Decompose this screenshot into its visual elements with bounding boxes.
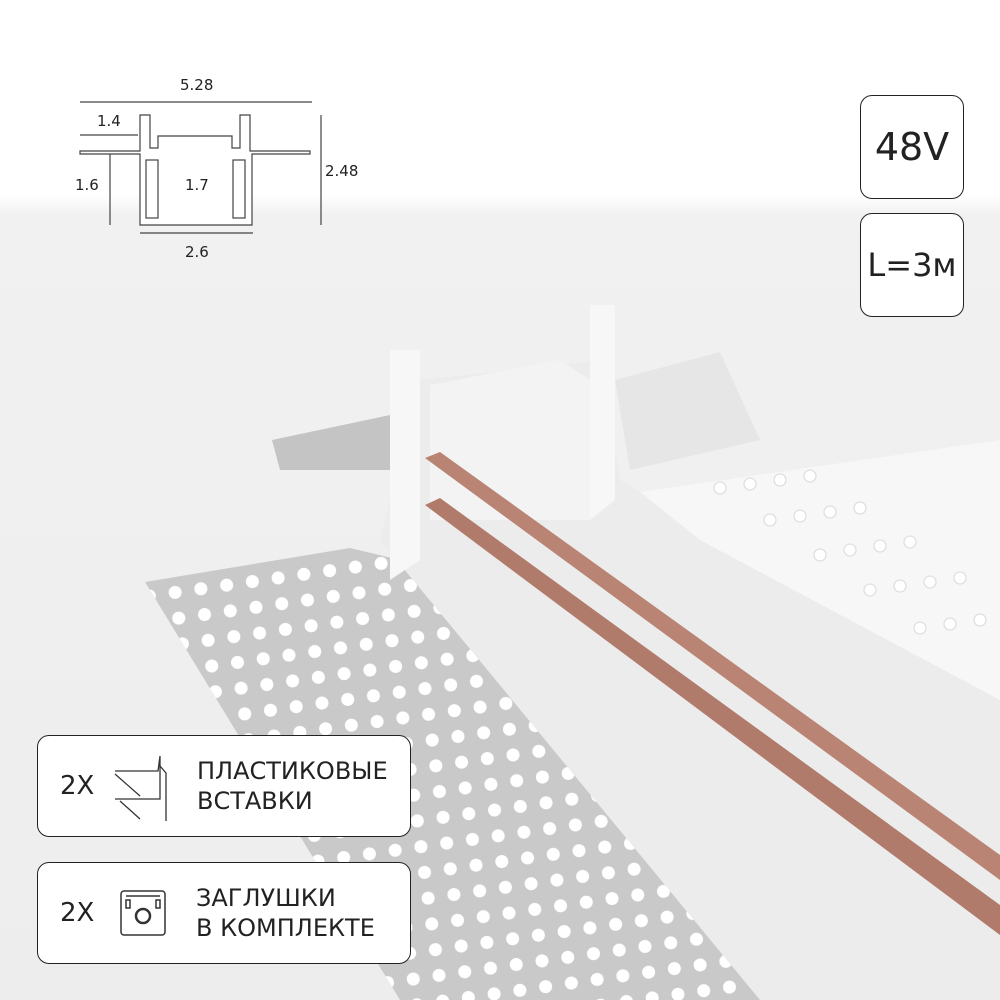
- cross-section-diagram: [79, 101, 322, 234]
- dim-flange: 1.4: [97, 112, 121, 130]
- inserts-line1: ПЛАСТИКОВЫЕ: [197, 757, 388, 785]
- plastic-insert-icon: [114, 755, 167, 821]
- rear-left-flange: [272, 415, 420, 470]
- end-cap-icon: [120, 890, 166, 936]
- voltage-badge: 48V: [860, 95, 964, 199]
- copper-conductor-lower: [425, 498, 1000, 935]
- caps-line2: В КОМПЛЕКТЕ: [196, 914, 375, 942]
- dim-width-total: 5.28: [180, 76, 214, 94]
- inserts-qty: 2X: [60, 771, 95, 801]
- dim-depth: 1.6: [75, 176, 99, 194]
- caps-line1: ЗАГЛУШКИ: [196, 884, 336, 912]
- length-badge: L=3м: [860, 213, 964, 317]
- included-caps-card: 2X ЗАГЛУШКИ В КОМПЛЕКТЕ: [37, 862, 411, 964]
- dim-body: 2.6: [185, 243, 209, 261]
- copper-conductor-upper: [425, 452, 1000, 880]
- included-inserts-card: 2X ПЛАСТИКОВЫЕ ВСТАВКИ: [37, 735, 411, 837]
- dim-height: 2.48: [325, 162, 359, 180]
- right-perforated-flange: [640, 440, 1000, 700]
- rear-right-flange: [615, 352, 760, 470]
- caps-qty: 2X: [60, 898, 95, 928]
- dim-inner: 1.7: [185, 176, 209, 194]
- inserts-line2: ВСТАВКИ: [197, 787, 313, 815]
